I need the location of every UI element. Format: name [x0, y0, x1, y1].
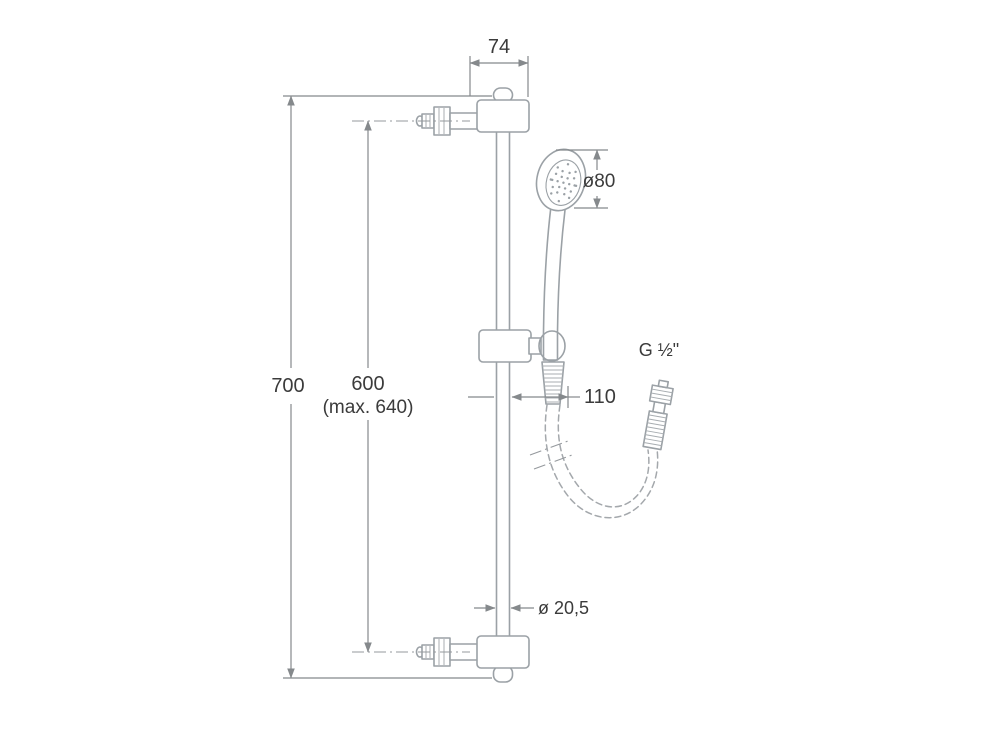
handle-clamp-ring: [538, 330, 566, 362]
dim-74: 74: [469, 36, 529, 97]
dim-110-label: 110: [584, 386, 616, 408]
dim-600-max-label: (max. 640): [323, 397, 414, 418]
hose-end-fitting: [642, 379, 674, 451]
shower-hose: [529, 404, 659, 519]
dim-74-label: 74: [488, 36, 510, 58]
spray-nozzles: [549, 163, 578, 203]
dim-head-diameter: ø80: [556, 149, 616, 209]
hose-break-mark: [529, 440, 569, 456]
slider-body: [478, 329, 532, 363]
slide-bar-tube: [495, 91, 511, 673]
bottom-bracket-body: [476, 635, 530, 669]
bottom-wall-bracket: [415, 635, 530, 669]
dim-600-label: 600: [351, 373, 384, 395]
dim-700-label: 700: [271, 375, 304, 397]
thread-size-label: G ½": [639, 340, 679, 360]
slide-bar: [492, 87, 514, 683]
dim-110: 110: [468, 386, 616, 408]
dim-bar-diameter: ø 20,5: [474, 598, 589, 618]
slider-arm: [528, 337, 542, 355]
hose-break-mark: [533, 454, 573, 470]
top-bracket-body: [476, 99, 530, 133]
slider-holder: [478, 329, 566, 363]
top-wall-bracket: [415, 99, 530, 136]
dim-700: 700: [271, 95, 492, 679]
dim-head-diameter-label: ø80: [583, 171, 616, 192]
dim-bar-diameter-label: ø 20,5: [538, 598, 589, 618]
dim-600: 600 (max. 640): [323, 120, 470, 653]
handle-hose-connector: [541, 361, 565, 405]
